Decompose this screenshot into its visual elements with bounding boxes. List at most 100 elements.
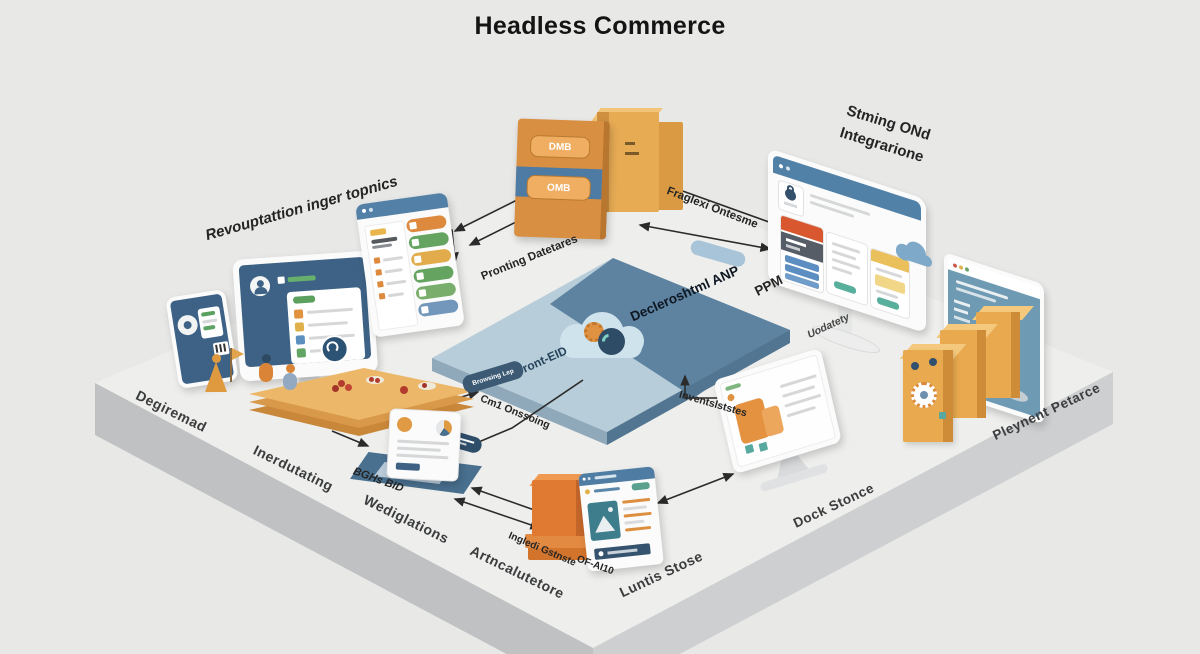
plate bbox=[418, 382, 436, 390]
list-pill-blue bbox=[417, 298, 459, 318]
arrow-table-to-laptop bbox=[331, 430, 370, 447]
list-bullet bbox=[294, 322, 305, 332]
logo-swirl bbox=[326, 340, 339, 354]
gear-icon bbox=[176, 313, 200, 337]
box-dot bbox=[929, 358, 937, 366]
person-figure bbox=[282, 364, 298, 392]
list-bullet bbox=[295, 335, 306, 345]
orange-line bbox=[625, 525, 652, 532]
globe-icon bbox=[598, 328, 625, 355]
phone-card bbox=[197, 305, 224, 339]
text-line bbox=[786, 405, 816, 418]
text-line bbox=[784, 393, 822, 408]
window-dot bbox=[779, 163, 783, 169]
blue-button bbox=[395, 462, 421, 471]
dark-footer-row bbox=[593, 543, 651, 560]
orange-dot bbox=[726, 393, 736, 403]
green-button bbox=[292, 295, 316, 304]
text-line bbox=[387, 292, 405, 298]
berry bbox=[345, 384, 352, 391]
browser-window-cms bbox=[355, 192, 465, 338]
teal-pill bbox=[631, 481, 651, 491]
yellow-dot bbox=[584, 489, 591, 495]
plate bbox=[366, 376, 384, 384]
window-dot-yellow bbox=[959, 264, 963, 271]
orange-line bbox=[622, 497, 651, 504]
text-line bbox=[832, 265, 852, 276]
text-line bbox=[784, 201, 797, 209]
blue-platform-dark-half bbox=[550, 258, 790, 398]
url-bar bbox=[594, 474, 617, 480]
check-square bbox=[277, 276, 285, 284]
text-line bbox=[307, 321, 348, 327]
globe-arc bbox=[599, 331, 619, 351]
laptop bbox=[348, 388, 488, 500]
text-line bbox=[607, 548, 638, 555]
flag-pole bbox=[230, 348, 232, 382]
sign-top-pill: DMB bbox=[529, 134, 591, 159]
arrow-boxes-to-monitor-2 bbox=[638, 222, 772, 252]
platform-right-side-face bbox=[593, 372, 1113, 654]
laptop-screen bbox=[386, 408, 462, 482]
green-line bbox=[203, 324, 216, 331]
pill-icon bbox=[409, 221, 418, 230]
window-dot bbox=[582, 477, 586, 481]
monitor-frame bbox=[232, 250, 379, 382]
list-pill-orange bbox=[405, 214, 448, 234]
flag-pennant bbox=[232, 348, 244, 360]
page-title: Headless Commerce bbox=[474, 12, 726, 40]
box-side bbox=[1011, 312, 1020, 398]
text-line bbox=[306, 307, 353, 314]
avatar-shoulders bbox=[254, 286, 268, 295]
product-page-card bbox=[578, 466, 664, 572]
window-dot bbox=[368, 207, 374, 213]
list-bullet bbox=[375, 269, 383, 276]
gear-badge-icon bbox=[911, 382, 937, 408]
list-bullet bbox=[377, 280, 384, 288]
list-bullet bbox=[293, 309, 304, 319]
pill-icon bbox=[413, 255, 422, 264]
arrow-product-to-monitor-br bbox=[656, 472, 735, 505]
person-figure bbox=[258, 354, 274, 384]
teal-button bbox=[834, 280, 856, 295]
window-dot bbox=[361, 208, 367, 214]
list-bullet bbox=[373, 257, 381, 264]
text-line bbox=[622, 505, 648, 511]
figure-head bbox=[262, 354, 271, 363]
footer-dot bbox=[598, 551, 604, 557]
window-dot-red bbox=[953, 262, 957, 269]
barcode-line bbox=[223, 343, 227, 352]
sun-dot bbox=[607, 506, 614, 513]
list-pill-green bbox=[412, 265, 455, 284]
green-bar bbox=[200, 310, 216, 317]
berry bbox=[369, 377, 374, 382]
gear-hole bbox=[183, 320, 193, 330]
teal-chip bbox=[939, 412, 946, 419]
lock-avatar-card bbox=[778, 179, 804, 218]
green-strip bbox=[725, 382, 742, 392]
podium-base-bottom bbox=[528, 546, 596, 560]
pricing-card-white bbox=[826, 230, 868, 307]
pricing-card-red bbox=[780, 213, 824, 295]
text-line bbox=[397, 439, 450, 446]
text-line bbox=[593, 486, 620, 493]
person-avatar-icon bbox=[249, 275, 271, 297]
cone-top bbox=[212, 354, 221, 363]
berry bbox=[338, 380, 345, 387]
cone-figure bbox=[203, 348, 244, 396]
berry bbox=[332, 385, 339, 392]
text-line bbox=[396, 453, 449, 460]
window-dot bbox=[587, 476, 591, 481]
box-dot bbox=[911, 362, 919, 370]
yellow-tag bbox=[369, 228, 387, 237]
orange-blob bbox=[396, 416, 413, 433]
window-dot-green bbox=[965, 266, 969, 273]
orange-line bbox=[623, 511, 652, 518]
text-line bbox=[624, 519, 645, 525]
figure-body bbox=[283, 373, 297, 390]
box-side bbox=[977, 330, 986, 418]
cone-body bbox=[205, 362, 227, 392]
mountain-icon bbox=[593, 514, 616, 533]
figure-body bbox=[259, 363, 273, 382]
cloud-services-icon bbox=[556, 310, 652, 366]
